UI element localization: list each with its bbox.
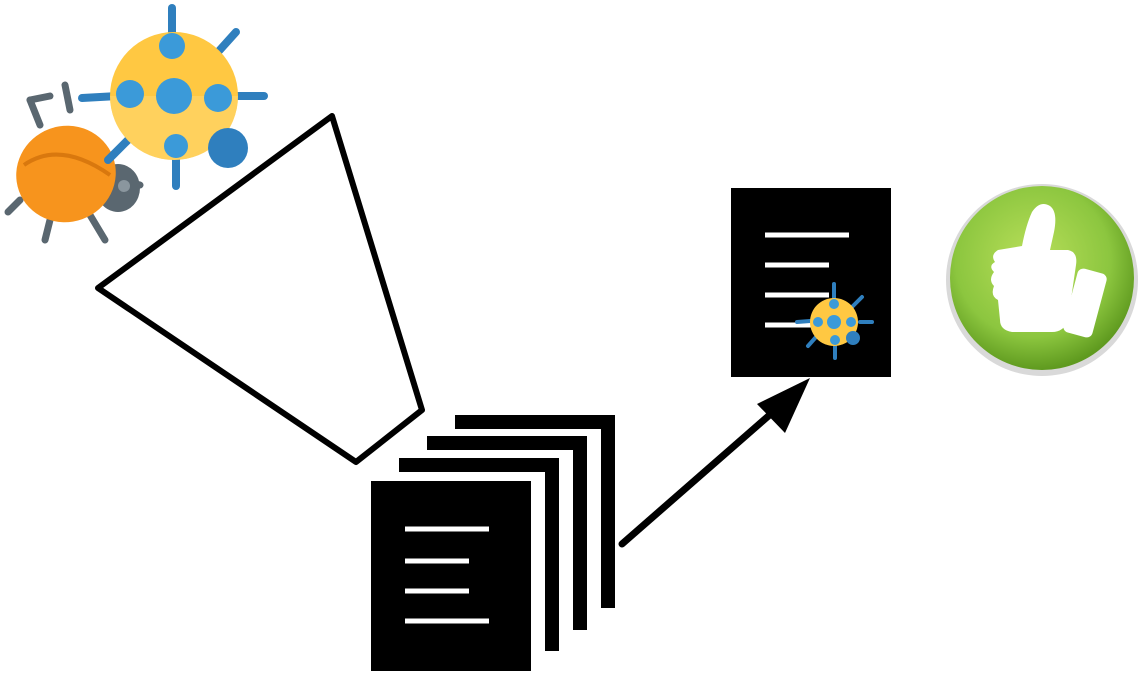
funnel-shape [95, 113, 425, 465]
infected-document-icon [731, 188, 891, 377]
bug-icons [4, 4, 268, 244]
document-stack-icon [371, 415, 615, 671]
beetle-icon [4, 81, 144, 244]
thumbs-up-icon [946, 184, 1138, 376]
arrow-documents-to-infected [618, 378, 810, 548]
virus-icon [78, 4, 268, 190]
small-virus-icon [795, 282, 874, 360]
